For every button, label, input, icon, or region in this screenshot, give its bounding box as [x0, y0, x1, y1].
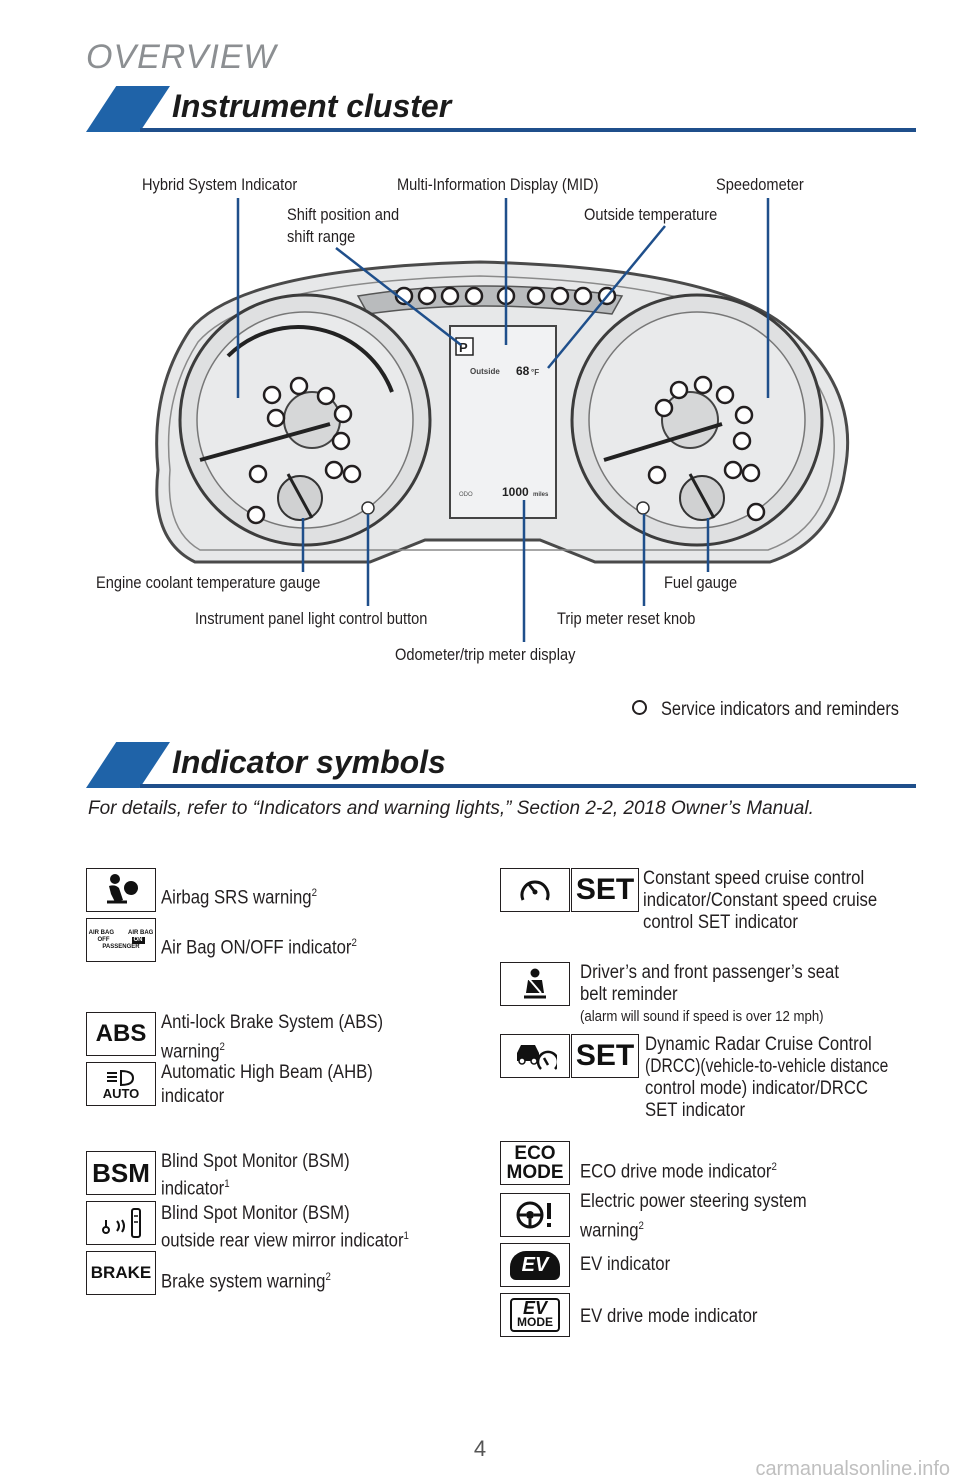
- multi-information-display: [449, 325, 557, 519]
- seatbelt-text-line1: Driver’s and front passenger’s seat: [580, 962, 839, 983]
- shift-indicator: P: [459, 340, 468, 355]
- page-number: 4: [473, 1436, 487, 1461]
- ev-mode-icon: EV MODE: [500, 1293, 570, 1337]
- bsm-mirror-text-line1: Blind Spot Monitor (BSM): [161, 1203, 350, 1224]
- seat-belt-icon: [500, 962, 570, 1006]
- ev-text: EV indicator: [580, 1254, 671, 1275]
- symbols-intro: For details, refer to “Indicators and wa…: [88, 798, 814, 819]
- speedometer-gauge-icon: [520, 880, 550, 901]
- cruise-text-line3: control SET indicator: [643, 912, 798, 933]
- outside-label: Outside: [470, 367, 500, 376]
- radar-car-icon: [517, 1045, 557, 1070]
- drcc-text-line3: control mode) indicator/DRCC: [645, 1078, 869, 1099]
- drcc-text-line4: SET indicator: [645, 1100, 746, 1121]
- label-mid: Multi-Information Display (MID): [397, 175, 599, 194]
- eco-text: ECO drive mode indicator2: [580, 1161, 777, 1183]
- symbols-title-band: Indicator symbols: [86, 742, 916, 788]
- drcc-icon: [500, 1034, 570, 1078]
- section-header: OVERVIEW: [86, 38, 277, 76]
- instrument-cluster-illustration: P Outside 68 °F ODO 1000 miles: [155, 198, 850, 642]
- label-coolant-gauge: Engine coolant temperature gauge: [96, 573, 321, 592]
- label-outside-temperature: Outside temperature: [584, 205, 718, 224]
- label-shift-line2: shift range: [287, 227, 356, 246]
- bsm-text-line1: Blind Spot Monitor (BSM): [161, 1151, 350, 1172]
- cruise-text-line1: Constant speed cruise control: [643, 868, 865, 889]
- label-panel-light-button: Instrument panel light control button: [195, 609, 428, 628]
- ev-mode-text: EV drive mode indicator: [580, 1306, 758, 1327]
- leader-lines: [236, 198, 770, 642]
- seatbelt-text-line2: belt reminder: [580, 984, 678, 1005]
- headlight-icon: [107, 1069, 135, 1086]
- odo-value: 1000: [502, 485, 529, 499]
- bsm-icon: BSM: [86, 1151, 156, 1195]
- eps-text-line2: warning2: [580, 1220, 644, 1242]
- bsm-text-line2: indicator1: [161, 1178, 230, 1200]
- label-hybrid-indicator: Hybrid System Indicator: [142, 175, 298, 194]
- legend-circle-icon: [632, 700, 647, 715]
- ahb-auto-icon: AUTO: [86, 1062, 156, 1106]
- label-shift-line1: Shift position and: [287, 205, 400, 224]
- service-indicator-circles: [246, 286, 766, 525]
- ev-indicator-icon: EV: [500, 1243, 570, 1287]
- cruise-set-icon: SET: [571, 868, 639, 912]
- odo-label: ODO: [459, 492, 473, 498]
- drcc-set-icon: SET: [571, 1034, 639, 1078]
- label-trip-reset-knob: Trip meter reset knob: [557, 609, 696, 628]
- ahb-text-line2: indicator: [161, 1086, 225, 1107]
- legend-text: Service indicators and reminders: [661, 699, 899, 720]
- drcc-text-line1: Dynamic Radar Cruise Control: [645, 1034, 872, 1055]
- outside-unit: °F: [531, 368, 539, 377]
- brake-icon: BRAKE: [86, 1251, 156, 1295]
- airbag-srs-text: Airbag SRS warning2: [161, 887, 317, 909]
- cluster-title-band: Instrument cluster: [86, 86, 916, 132]
- title-rule: [140, 128, 916, 132]
- abs-text-line2: warning2: [161, 1041, 225, 1063]
- airbag-srs-icon: [86, 868, 156, 912]
- abs-text-line1: Anti-lock Brake System (ABS): [161, 1012, 384, 1033]
- cluster-title: Instrument cluster: [172, 88, 452, 124]
- drcc-text-line2: (DRCC)(vehicle-to-vehicle distance: [645, 1056, 889, 1077]
- label-speedometer: Speedometer: [716, 175, 804, 194]
- title-rule: [140, 784, 916, 788]
- airbag-on-off-text: Air Bag ON/OFF indicator2: [161, 937, 357, 959]
- eps-text-line1: Electric power steering system: [580, 1191, 807, 1212]
- title-flag: [86, 742, 170, 788]
- ahb-text-line1: Automatic High Beam (AHB): [161, 1062, 373, 1083]
- bsm-mirror-text-line2: outside rear view mirror indicator1: [161, 1230, 409, 1252]
- label-odometer-display: Odometer/trip meter display: [395, 645, 576, 664]
- cruise-control-icon: [500, 868, 570, 912]
- power-steering-icon: [500, 1193, 570, 1237]
- symbols-title: Indicator symbols: [172, 744, 446, 780]
- odo-unit: miles: [533, 492, 549, 498]
- cruise-text-line2: indicator/Constant speed cruise: [643, 890, 878, 911]
- label-fuel-gauge: Fuel gauge: [664, 573, 738, 592]
- bsm-mirror-icon: [86, 1201, 156, 1245]
- brake-text: Brake system warning2: [161, 1271, 331, 1293]
- steering-wheel-icon: [516, 1201, 551, 1229]
- abs-icon: ABS: [86, 1012, 156, 1056]
- watermark: carmanualsonline.info: [755, 1458, 950, 1480]
- seatbelt-text-line3: (alarm will sound if speed is over 12 mp…: [580, 1008, 824, 1025]
- outside-value: 68: [516, 364, 530, 378]
